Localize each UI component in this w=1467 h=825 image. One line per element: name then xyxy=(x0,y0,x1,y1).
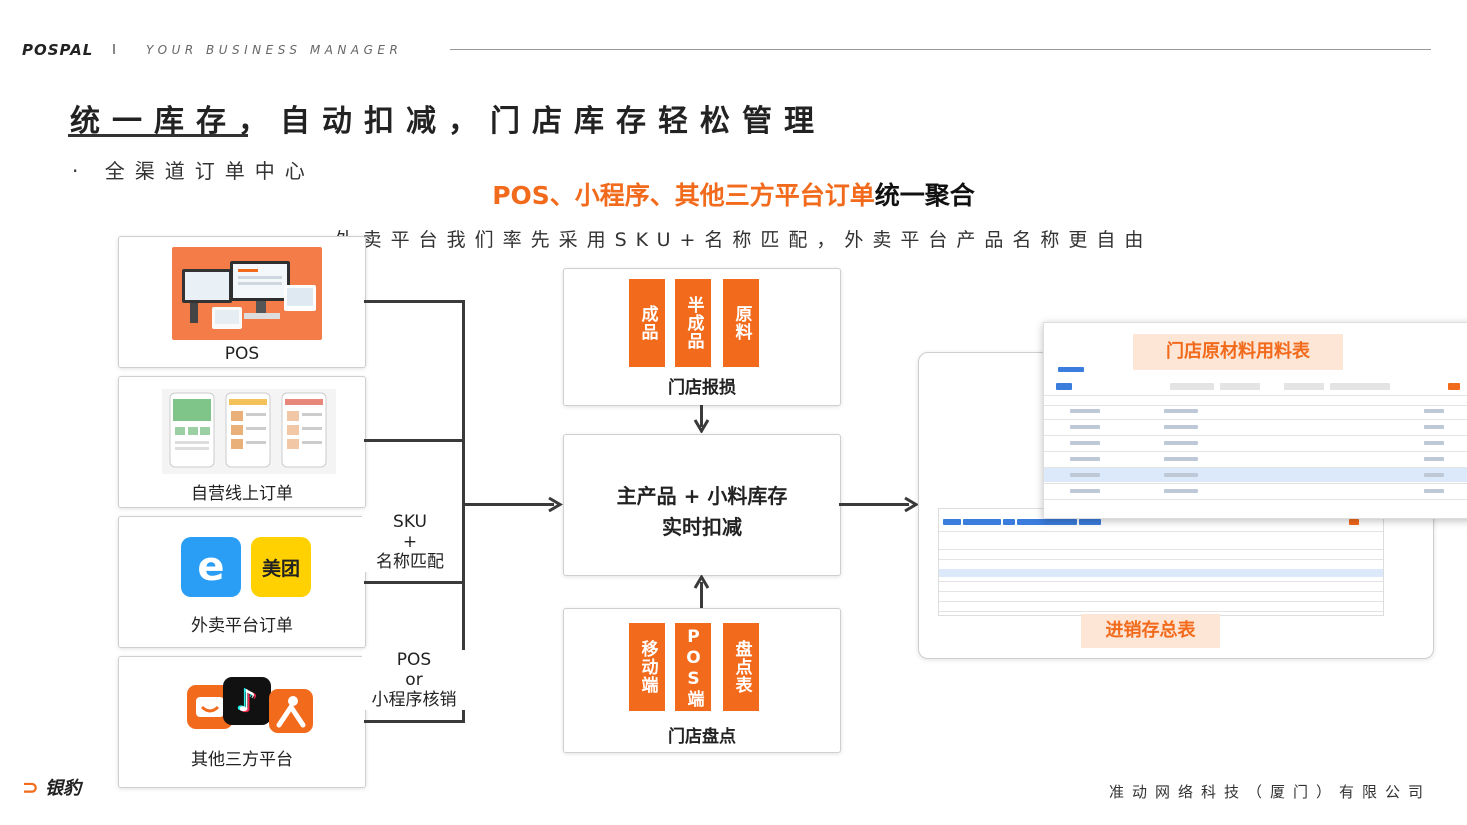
connector-count-to-core xyxy=(700,582,703,608)
leopard-logo-icon: ⊃ xyxy=(22,775,39,799)
dianping-app-icon xyxy=(269,689,313,733)
source-label-third-party: 其他三方平台 xyxy=(191,750,293,770)
core-inventory-box: 主产品 + 小料库存 实时扣减 xyxy=(563,434,841,576)
source-card-online: 自营线上订单 xyxy=(118,376,366,508)
count-tile-pos: POS端 xyxy=(675,623,711,711)
source-label-online: 自营线上订单 xyxy=(191,484,293,504)
connector-third-party xyxy=(364,720,464,723)
pos-verify-label: POS or 小程序核销 xyxy=(362,650,466,710)
store-stocktake-label: 门店盘点 xyxy=(668,727,736,747)
meituan-glyph: 美团 xyxy=(261,557,300,580)
arrow-down-icon xyxy=(693,419,710,433)
loss-tile-raw: 原料 xyxy=(723,279,759,367)
footer-logo-text: 银豹 xyxy=(45,778,82,799)
eleme-glyph: e xyxy=(197,544,225,590)
meituan-app-icon: 美团 xyxy=(251,537,311,597)
connector-online xyxy=(364,439,464,442)
douyin-app-icon: ♪ xyxy=(223,677,271,725)
core-line-1: 主产品 + 小料库存 xyxy=(616,484,788,508)
headline-orange: POS、小程序、其他三方平台订单 xyxy=(492,181,875,210)
store-loss-box: 成品 半成品 原料 门店报损 xyxy=(563,268,841,406)
headline: POS、小程序、其他三方平台订单统一聚合 xyxy=(0,176,1467,212)
brand-separator xyxy=(113,44,115,54)
store-loss-label: 门店报损 xyxy=(668,378,736,398)
material-usage-screenshot xyxy=(1043,322,1467,519)
connector-trunk xyxy=(462,300,465,723)
sku-match-label: SKU + 名称匹配 xyxy=(362,512,458,572)
arrow-right-icon xyxy=(904,496,919,513)
mini-program-screens xyxy=(162,389,336,474)
source-card-delivery: e 美团 外卖平台订单 xyxy=(118,516,366,648)
count-tile-sheet: 盘点表 xyxy=(723,623,759,711)
pos-hardware-image xyxy=(172,247,322,340)
connector-to-core xyxy=(462,503,554,506)
douyin-glyph: ♪ xyxy=(237,683,257,719)
connector-pos xyxy=(364,300,464,303)
arrow-right-icon xyxy=(548,496,563,513)
loss-tile-finished: 成品 xyxy=(629,279,665,367)
inventory-toolbar xyxy=(943,519,1359,525)
sub-headline: 外卖平台我们率先采用SKU+名称匹配，外卖平台产品名称更自由 xyxy=(334,229,1153,251)
arrow-up-icon xyxy=(693,575,710,589)
footer-company: 准动网络科技（厦门）有限公司 xyxy=(1108,783,1431,801)
eleme-app-icon: e xyxy=(181,537,241,597)
header-rule xyxy=(450,49,1431,50)
section-subtitle: · 全渠道订单中心 xyxy=(72,159,315,183)
source-label-delivery: 外卖平台订单 xyxy=(191,616,293,636)
source-label-pos: POS xyxy=(224,344,260,364)
title-underline xyxy=(68,134,248,137)
footer-logo: ⊃ 银豹 xyxy=(22,774,81,800)
brand-logo: POSPAL xyxy=(22,41,94,59)
core-line-2: 实时扣减 xyxy=(662,515,742,539)
loss-tile-semi-finished: 半成品 xyxy=(675,279,711,367)
count-tile-mobile: 移动端 xyxy=(629,623,665,711)
smile-icon xyxy=(196,697,224,717)
source-card-third-party: ♪ 其他三方平台 xyxy=(118,656,366,788)
inventory-summary-screenshot xyxy=(938,508,1384,616)
phone-screens-illustration xyxy=(169,392,327,468)
pos-devices-illustration xyxy=(182,261,316,329)
connector-delivery xyxy=(364,581,464,584)
page-title: 统一库存，自动扣减，门店库存轻松管理 xyxy=(70,104,826,139)
source-card-pos: POS xyxy=(118,236,366,368)
connector-core-to-reports xyxy=(839,503,909,506)
person-icon xyxy=(276,696,306,728)
brand-tagline: YOUR BUSINESS MANAGER xyxy=(146,43,403,57)
store-stocktake-box: 移动端 POS端 盘点表 门店盘点 xyxy=(563,608,841,753)
headline-dark: 统一聚合 xyxy=(874,181,975,210)
connector-loss-to-core xyxy=(700,405,703,427)
material-usage-tag: 门店原材料用料表 xyxy=(1133,334,1343,370)
inventory-summary-tag: 进销存总表 xyxy=(1081,614,1220,648)
